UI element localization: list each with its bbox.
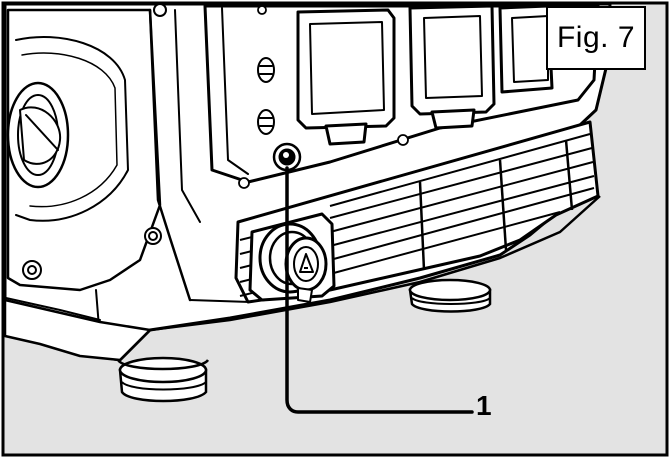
control-panel — [203, 4, 600, 189]
body-ledge — [149, 195, 601, 332]
callout-number: 1 — [476, 390, 492, 421]
housing-screws — [22, 3, 167, 280]
lower-base — [3, 298, 152, 362]
outlet-cover-right — [498, 4, 554, 94]
usb-port-icon — [248, 212, 336, 303]
choke-knob — [6, 81, 70, 189]
outlet-cover-center — [408, 4, 496, 130]
outlet-cover-left — [296, 8, 396, 146]
panel-switches — [257, 57, 275, 135]
ground-terminal-icon — [272, 142, 302, 172]
foot-rear — [408, 278, 492, 313]
callout-leader — [285, 166, 474, 414]
foot-front — [116, 356, 210, 403]
side-recess — [15, 36, 129, 222]
figure-label: Fig. 7 — [546, 6, 646, 70]
rubber-feet — [116, 278, 492, 403]
